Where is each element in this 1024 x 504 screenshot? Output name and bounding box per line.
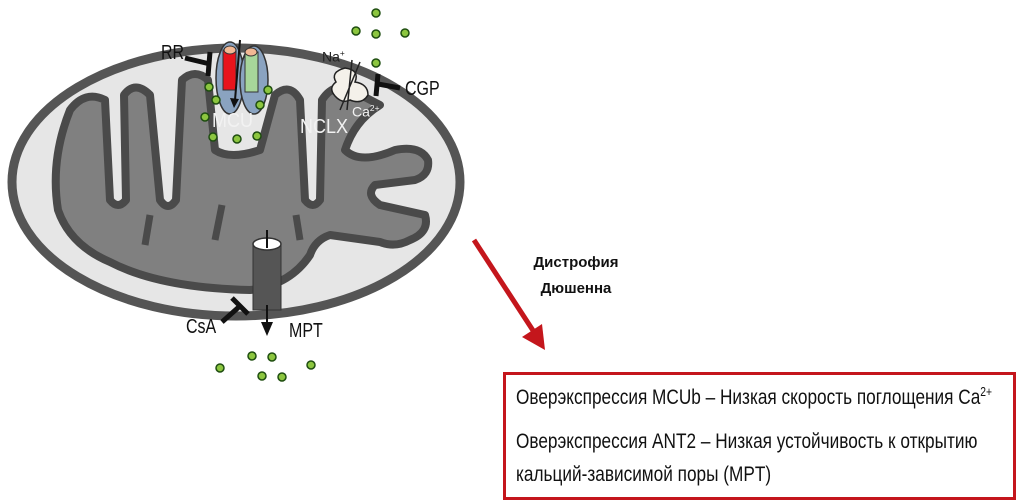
- na-label: Na+: [322, 48, 345, 65]
- info-box: Оверэкспрессия MCUb – Низкая скорость по…: [503, 372, 1016, 500]
- mcu-label: MCU: [212, 110, 253, 132]
- cristae-fold: [141, 204, 304, 246]
- cgp-inhibitor-icon: [377, 81, 401, 91]
- mpt-label: MPT: [289, 320, 323, 342]
- mcu-channel-icon: [215, 39, 269, 115]
- rr-label: RR: [161, 42, 185, 64]
- dmd-arrow-head: [522, 324, 545, 350]
- dmd-label-line2: Дюшенна: [540, 280, 612, 297]
- info-line-mcub: Оверэкспрессия MCUb – Низкая скорость по…: [516, 385, 993, 409]
- nclx-label: NCLX: [300, 116, 349, 138]
- mpt-arrow-icon: [261, 322, 273, 336]
- ca-label: Ca2+: [352, 103, 380, 120]
- calcium-ions: [200, 8, 410, 382]
- csa-inhibitor-icon: [220, 304, 242, 324]
- dmd-arrow: [471, 238, 537, 334]
- mpt-pore: [252, 243, 282, 311]
- info-line-ant2: Оверэкспрессия ANT2 – Низкая устойчивост…: [516, 430, 978, 453]
- nclx-exchanger-icon: [331, 59, 369, 111]
- dmd-label-line1: Дистрофия: [533, 254, 619, 271]
- csa-label: CsA: [186, 316, 217, 338]
- info-line-mpt: кальций-зависимой поры (MPT): [516, 463, 772, 486]
- dmd-label: Дистрофия Дюшенна: [516, 250, 636, 302]
- rr-inhibitor-icon: [184, 55, 211, 67]
- cgp-label: CGP: [405, 78, 440, 100]
